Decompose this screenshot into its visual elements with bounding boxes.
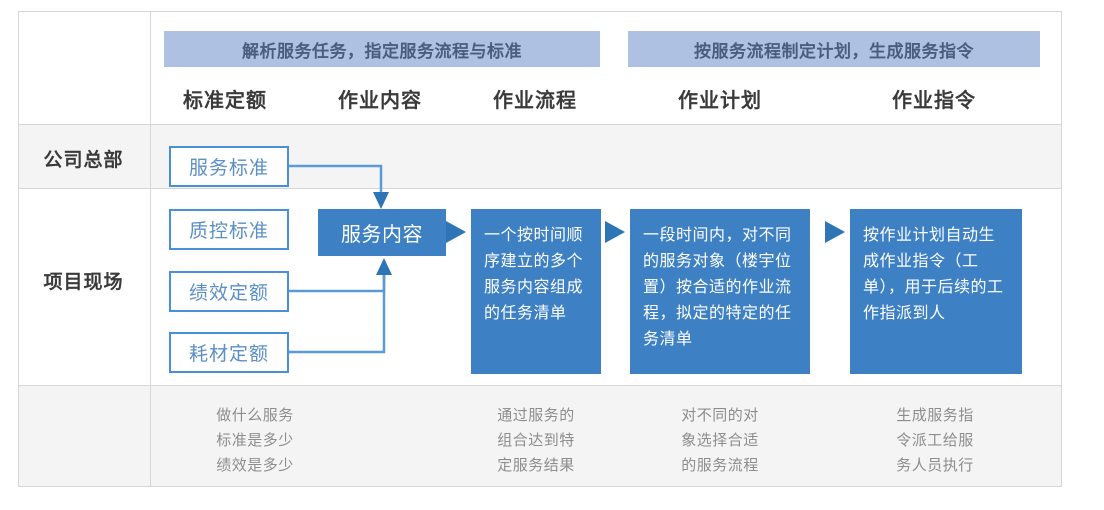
box-work-order-desc[interactable]: 按作业计划自动生成作业指令（工单），用于后续的工作指派到人 xyxy=(850,209,1022,374)
note-work-flow-line-3: 定服务结果 xyxy=(497,457,575,474)
box-consumable-quota[interactable]: 耗材定额 xyxy=(169,332,289,373)
note-work-order-line-3: 务人员执行 xyxy=(896,457,974,474)
box-service-standard-label: 服务标准 xyxy=(188,158,269,179)
note-work-flow-line-1: 通过服务的 xyxy=(497,407,575,424)
note-work-plan-line-1: 对不同的对 xyxy=(681,407,759,424)
note-work-order-line-1: 生成服务指 xyxy=(896,407,974,424)
note-work-flow-line-2: 组合达到特 xyxy=(497,432,575,449)
row-label-headquarters: 公司总部 xyxy=(43,150,124,171)
note-standard-quota: 做什么服务 标准是多少 绩效是多少 xyxy=(175,403,335,478)
box-service-content[interactable]: 服务内容 xyxy=(318,209,446,256)
banner-right: 按服务流程制定计划，生成服务指令 xyxy=(628,31,1040,67)
note-work-order: 生成服务指 令派工给服 务人员执行 xyxy=(855,403,1015,478)
box-work-plan-desc[interactable]: 一段时间内，对不同的服务对象（楼宇位置）按合适的作业流程，拟定的特定的任务清单 xyxy=(630,209,810,374)
note-standard-quota-line-3: 绩效是多少 xyxy=(216,457,294,474)
column-header-work-content: 作业内容 xyxy=(338,90,422,112)
box-work-order-desc-label: 按作业计划自动生成作业指令（工单），用于后续的工作指派到人 xyxy=(863,227,1004,322)
note-work-flow: 通过服务的 组合达到特 定服务结果 xyxy=(456,403,616,478)
banner-left-text: 解析服务任务，指定服务流程与标准 xyxy=(242,41,522,61)
box-quality-standard-label: 质控标准 xyxy=(188,221,269,242)
column-header-standard-quota: 标准定额 xyxy=(183,90,267,112)
column-header-work-plan: 作业计划 xyxy=(678,90,762,112)
banner-right-text: 按服务流程制定计划，生成服务指令 xyxy=(694,41,974,61)
note-work-plan-line-2: 象选择合适 xyxy=(681,432,759,449)
note-work-plan: 对不同的对 象选择合适 的服务流程 xyxy=(640,403,800,478)
box-performance-quota[interactable]: 绩效定额 xyxy=(169,271,289,312)
box-work-flow-desc-label: 一个按时间顺序建立的多个服务内容组成的任务清单 xyxy=(484,227,584,322)
note-standard-quota-line-2: 标准是多少 xyxy=(216,432,294,449)
grid-row-notes xyxy=(19,386,1061,486)
box-work-flow-desc[interactable]: 一个按时间顺序建立的多个服务内容组成的任务清单 xyxy=(471,209,601,374)
column-header-work-flow: 作业流程 xyxy=(493,90,577,112)
banner-left: 解析服务任务，指定服务流程与标准 xyxy=(164,31,600,67)
grid-row-header xyxy=(19,12,1061,125)
box-service-content-label: 服务内容 xyxy=(341,224,423,246)
box-work-plan-desc-label: 一段时间内，对不同的服务对象（楼宇位置）按合适的作业流程，拟定的特定的任务清单 xyxy=(643,227,792,348)
box-quality-standard[interactable]: 质控标准 xyxy=(169,209,289,250)
box-performance-quota-label: 绩效定额 xyxy=(188,283,269,304)
grid-vertical-divider xyxy=(150,12,151,486)
column-header-work-order: 作业指令 xyxy=(892,90,976,112)
box-consumable-quota-label: 耗材定额 xyxy=(188,344,269,365)
row-label-project-site: 项目现场 xyxy=(43,272,124,293)
note-standard-quota-line-1: 做什么服务 xyxy=(216,407,294,424)
note-work-plan-line-3: 的服务流程 xyxy=(681,457,759,474)
box-service-standard[interactable]: 服务标准 xyxy=(169,146,289,187)
note-work-order-line-2: 令派工给服 xyxy=(896,432,974,449)
